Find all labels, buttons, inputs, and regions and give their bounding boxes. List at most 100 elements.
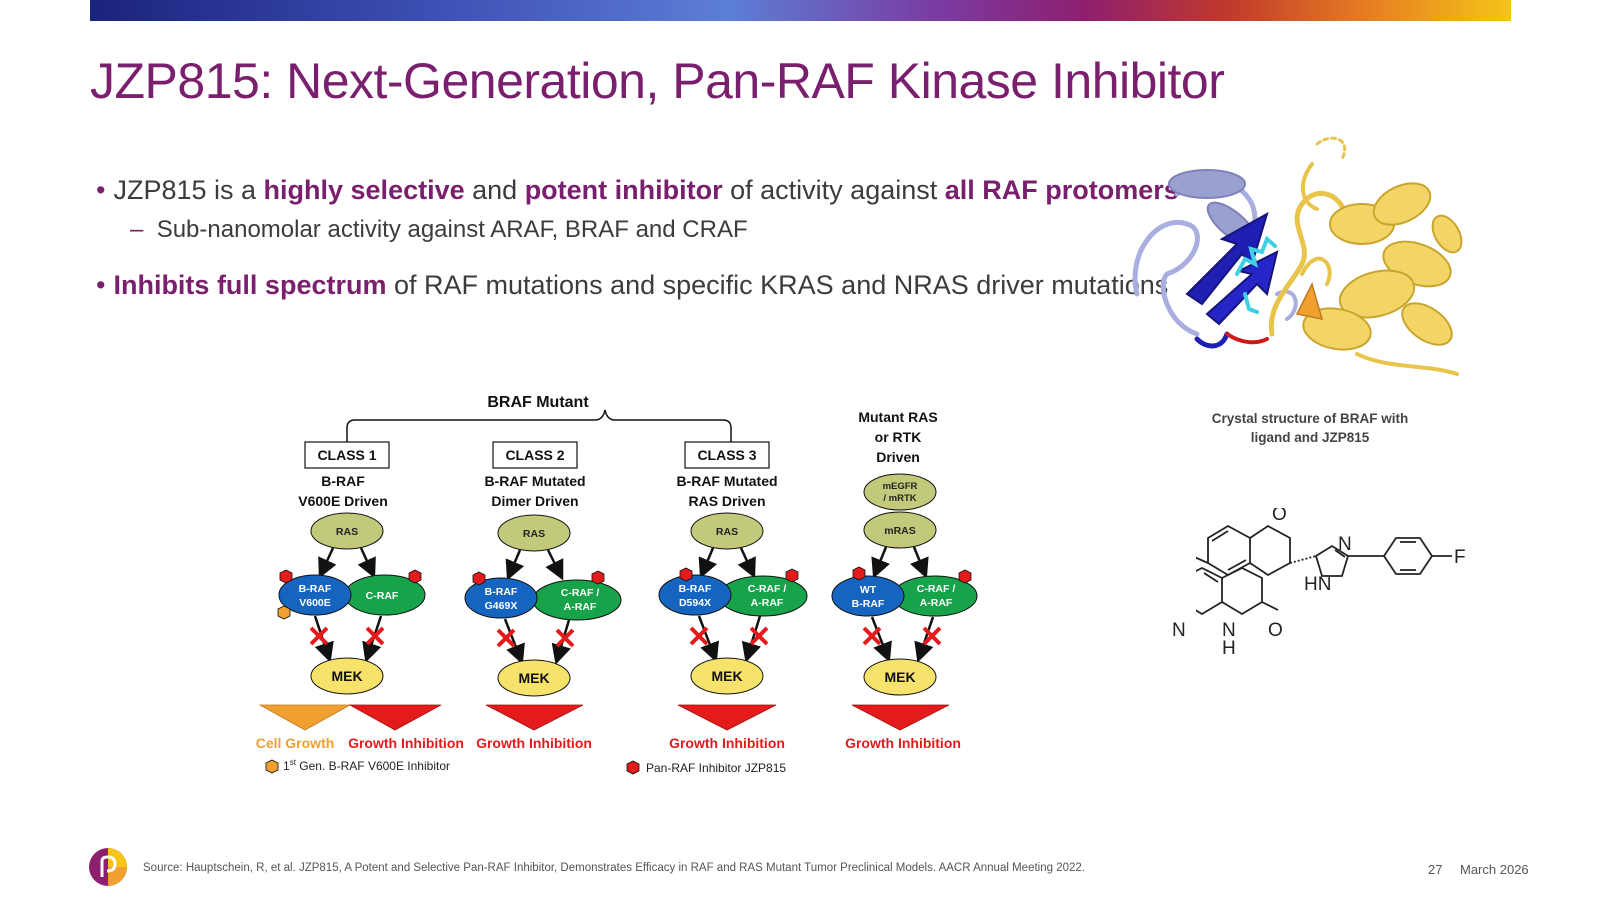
top-gradient-bar xyxy=(90,0,1511,21)
svg-text:B-RAF: B-RAF xyxy=(852,598,885,610)
chem-atom-n1: N xyxy=(1338,534,1352,555)
legend-panraf-label: Pan-RAF Inhibitor JZP815 xyxy=(646,761,786,775)
class3-column: CLASS 3 B-RAF Mutated RAS Driven RAS C-R… xyxy=(658,441,808,751)
class1-growth-inhibition: Growth Inhibition xyxy=(348,735,464,751)
bullet-dot: • xyxy=(96,175,106,205)
svg-text:Dimer Driven: Dimer Driven xyxy=(491,493,578,509)
svg-text:RAS: RAS xyxy=(716,526,738,538)
class3-craf-node xyxy=(718,575,808,617)
class3-block-x xyxy=(749,626,769,646)
mutant-egfr-node xyxy=(863,473,937,511)
svg-text:mEGFR: mEGFR xyxy=(883,481,918,492)
braf-mutant-label: BRAF Mutant xyxy=(487,394,589,411)
source-citation: Source: Hauptschein, R, et al. JZP815, A… xyxy=(143,862,1085,874)
crystal-structure-caption: Crystal structure of BRAF with ligand an… xyxy=(1211,411,1409,445)
svg-text:C-RAF /: C-RAF / xyxy=(917,583,956,595)
class1-column: CLASS 1 B-RAF V600E Driven RAS C-RAF B-R… xyxy=(256,441,464,751)
svg-text:RAS: RAS xyxy=(523,528,545,540)
class3-block-x xyxy=(689,626,709,646)
class2-growth-inhibition: Growth Inhibition xyxy=(476,735,592,751)
chem-atom-n2: N xyxy=(1172,620,1186,641)
class2-braf-node xyxy=(464,577,538,619)
class3-inhibitor-marker xyxy=(679,567,693,582)
mutant-inhibitor-marker xyxy=(852,566,866,581)
svg-text:MEK: MEK xyxy=(884,669,915,685)
svg-text:B-RAF: B-RAF xyxy=(485,586,518,598)
svg-text:C-RAF /: C-RAF / xyxy=(561,587,600,599)
mutant-wt-braf-node xyxy=(831,575,905,617)
svg-text:C-RAF /: C-RAF / xyxy=(748,583,787,595)
page-title: JZP815: Next-Generation, Pan-RAF Kinase … xyxy=(90,53,1225,109)
mutant-growth-inhibition: Growth Inhibition xyxy=(845,735,961,751)
braf-crystal-structure-image xyxy=(1132,136,1463,376)
class2-mek-node xyxy=(497,659,571,697)
svg-text:V600E: V600E xyxy=(299,597,331,609)
class1-block-x xyxy=(309,626,329,646)
class1-box xyxy=(304,441,390,469)
svg-text:CLASS 2: CLASS 2 xyxy=(505,447,564,463)
svg-text:mRAS: mRAS xyxy=(884,525,916,537)
chem-atom-o2: O xyxy=(1196,548,1197,569)
class3-inhibitor-marker xyxy=(785,568,799,583)
svg-text:B-RAF Mutated: B-RAF Mutated xyxy=(676,473,777,489)
class1-ras-node xyxy=(310,512,384,550)
class2-column: CLASS 2 B-RAF Mutated Dimer Driven RAS C… xyxy=(464,441,622,751)
svg-text:B-RAF: B-RAF xyxy=(321,473,365,489)
chem-atom-o1: O xyxy=(1272,508,1287,525)
svg-text:MEK: MEK xyxy=(331,668,362,684)
mutant-mek-node xyxy=(863,658,937,696)
class3-braf-node xyxy=(658,574,732,616)
svg-text:A-RAF: A-RAF xyxy=(751,597,784,609)
class3-ras-node xyxy=(690,512,764,550)
sub-bullet-1: – Sub-nanomolar activity against ARAF, B… xyxy=(130,216,748,243)
svg-text:Driven: Driven xyxy=(876,449,920,465)
class1-growth-inhibition-triangle xyxy=(348,704,442,731)
chem-atom-f: F xyxy=(1454,547,1466,568)
legend-gen1-label: 1st Gen. B-RAF V600E Inhibitor xyxy=(283,758,450,773)
svg-text:CLASS 1: CLASS 1 xyxy=(317,447,376,463)
chem-atom-hn: HN xyxy=(1304,574,1331,595)
svg-text:B-RAF: B-RAF xyxy=(679,583,712,595)
braf-mutant-bracket xyxy=(346,409,732,442)
class3-box xyxy=(684,441,770,469)
mutant-ras-node xyxy=(863,511,937,549)
class2-block-x xyxy=(496,628,516,648)
svg-text:B-RAF: B-RAF xyxy=(299,583,332,595)
class1-mek-node xyxy=(310,657,384,695)
svg-text:D594X: D594X xyxy=(679,597,711,609)
svg-text:RAS: RAS xyxy=(336,526,358,538)
chem-atom-o3: O xyxy=(1268,620,1283,641)
class2-growth-inhibition-triangle xyxy=(485,704,584,731)
jzp815-chemical-structure: O O N HN F xyxy=(1196,508,1466,616)
chem-atom-h: H xyxy=(1222,638,1236,659)
class3-growth-inhibition-triangle xyxy=(677,704,777,731)
mutant-block-x xyxy=(862,626,882,646)
svg-text:or RTK: or RTK xyxy=(875,429,922,445)
class2-block-x xyxy=(555,628,575,648)
mutant-growth-inhibition-triangle xyxy=(851,704,950,731)
svg-text:A-RAF: A-RAF xyxy=(920,597,953,609)
class2-inhibitor-marker xyxy=(591,570,605,585)
class1-inhibitor-marker xyxy=(279,569,293,584)
page-number: 27 xyxy=(1428,862,1443,877)
svg-text:MEK: MEK xyxy=(711,668,742,684)
bullet-2: •Inhibits full spectrum of RAF mutations… xyxy=(96,270,1169,300)
raf-signaling-diagram: BRAF Mutant CLASS 1 B-RAF V600E Driven R… xyxy=(256,394,978,775)
chem-atom-n3: N xyxy=(1222,620,1236,641)
bullet-1: •JZP815 is a highly selective and potent… xyxy=(96,175,1179,205)
mutant-ras-column: Mutant RAS or RTK Driven mEGFR / mRTK mR… xyxy=(831,409,978,751)
class2-box xyxy=(492,441,578,469)
svg-text:A-RAF: A-RAF xyxy=(564,601,597,613)
svg-text:V600E Driven: V600E Driven xyxy=(298,493,388,509)
class2-ras-node xyxy=(497,514,571,552)
svg-text:/ mRTK: / mRTK xyxy=(883,493,916,504)
svg-text:Mutant RAS: Mutant RAS xyxy=(858,409,937,425)
svg-text:RAS Driven: RAS Driven xyxy=(688,493,765,509)
svg-text:B-RAF Mutated: B-RAF Mutated xyxy=(484,473,585,489)
class3-growth-inhibition: Growth Inhibition xyxy=(669,735,785,751)
mutant-block-x xyxy=(922,626,942,646)
mutant-inhibitor-marker xyxy=(958,569,972,584)
legend-panraf-marker xyxy=(626,760,640,775)
svg-text:CLASS 3: CLASS 3 xyxy=(697,447,756,463)
class1-gen1-inhibitor-marker xyxy=(277,605,291,620)
